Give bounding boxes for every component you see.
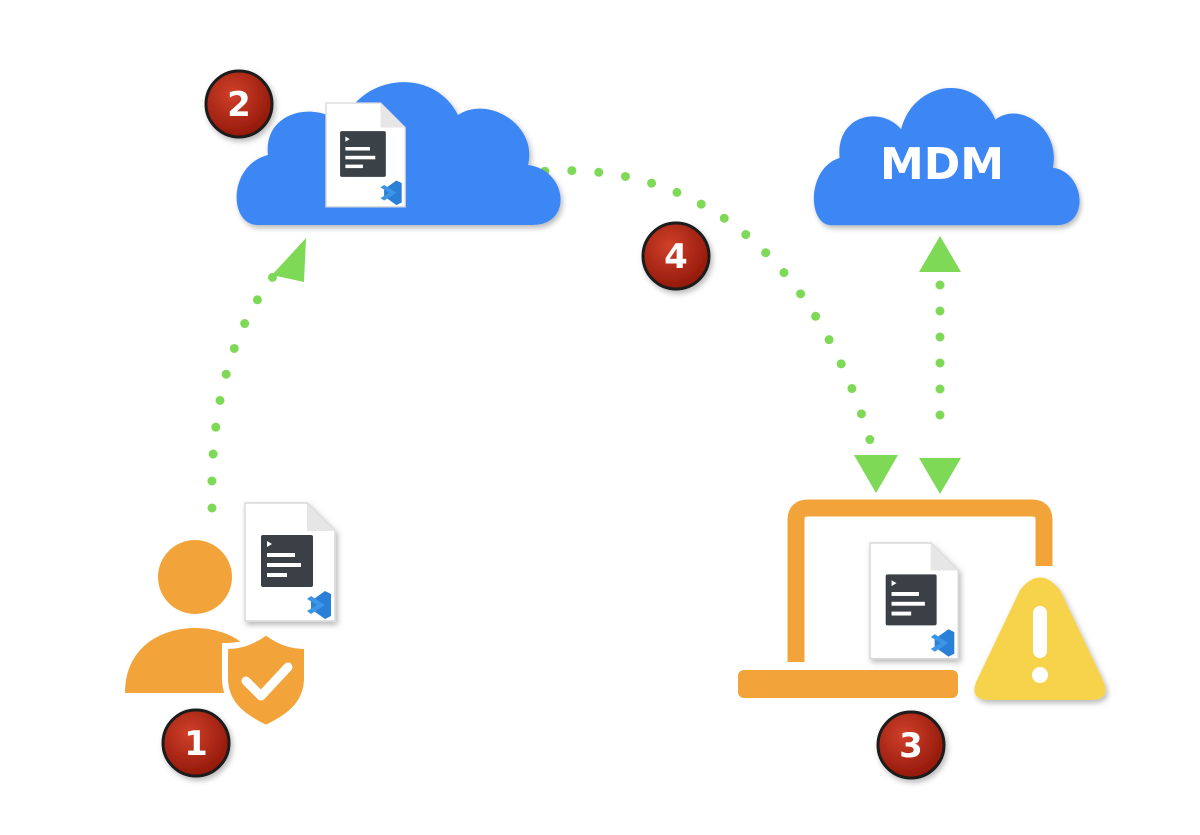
shield-check-icon (222, 628, 310, 732)
step-number: 2 (227, 85, 251, 125)
step-badge-3: 3 (876, 710, 946, 780)
step-badge-2: 2 (204, 69, 274, 139)
arrowhead-down (854, 455, 898, 493)
connector-user-to-cloud (207, 238, 306, 513)
file-vscode-icon (325, 102, 406, 208)
file-vscode-icon (244, 502, 336, 622)
connector-mdm-device (919, 236, 961, 494)
arrowhead-down (919, 458, 961, 494)
warning-icon (974, 577, 1106, 700)
arrowhead-up (919, 236, 961, 272)
step-number: 4 (664, 237, 688, 277)
file-vscode-icon (869, 542, 959, 660)
step-badge-4: 4 (641, 221, 711, 291)
mdm-label: MDM (880, 139, 1004, 190)
step-badge-1: 1 (161, 708, 231, 778)
connector-cloud-to-device (513, 166, 898, 493)
admin-user (125, 502, 336, 732)
step-number: 1 (184, 724, 208, 764)
arrowhead-up (272, 238, 306, 282)
step-number: 3 (899, 726, 923, 766)
device (738, 499, 1106, 700)
laptop-icon (738, 499, 1053, 698)
mdm-cloud: MDM (813, 88, 1080, 226)
config-cloud (236, 82, 561, 225)
